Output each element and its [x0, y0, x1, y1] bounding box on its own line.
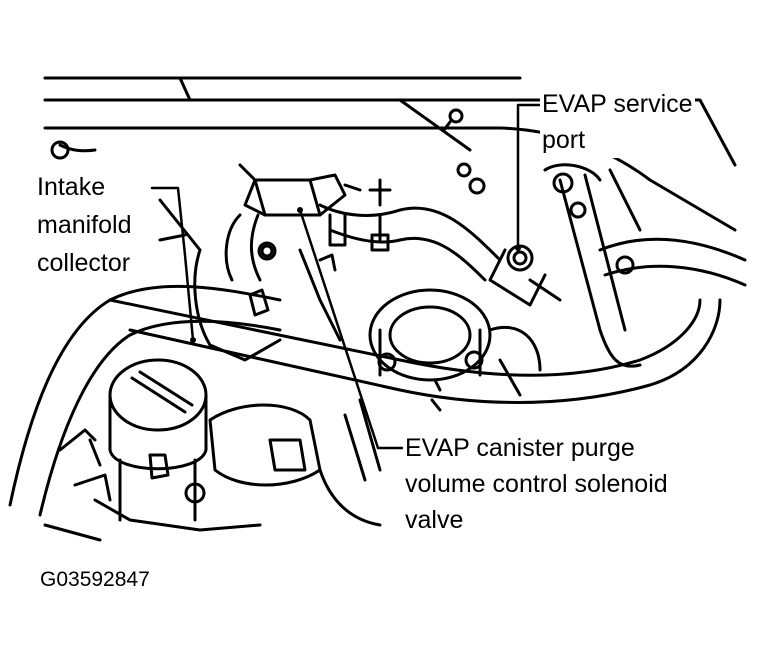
manifold-collector — [158, 198, 342, 362]
leader-evap-service-port — [516, 103, 547, 250]
bolts — [260, 162, 486, 412]
label-evap-service-port-line-1: EVAP service — [542, 90, 693, 118]
right-hoses — [543, 163, 747, 368]
leader-purge-solenoid — [298, 208, 404, 450]
leader-dots — [190, 207, 521, 343]
label-intake-manifold-line-2: manifold — [37, 211, 132, 239]
figure-code: G03592847 — [40, 568, 150, 591]
label-evap-service-port: EVAP service port — [540, 86, 695, 158]
leader-lines — [150, 103, 547, 450]
purge-solenoid — [224, 163, 362, 282]
label-intake-manifold-line-3: collector — [37, 249, 131, 277]
label-evap-canister-purge-line-2: volume control solenoid — [405, 470, 668, 498]
long-pipe — [108, 298, 722, 404]
label-evap-canister-purge: EVAP canister purge volume control solen… — [403, 430, 670, 538]
label-evap-canister-purge-line-1: EVAP canister purge — [405, 434, 635, 462]
label-intake-manifold-line-1: Intake — [37, 173, 106, 201]
leader-intake-manifold — [150, 186, 195, 342]
top-bolt — [442, 108, 464, 132]
lower-components — [43, 398, 382, 542]
label-evap-service-port-line-2: port — [542, 126, 586, 154]
label-evap-canister-purge-line-3: valve — [405, 506, 464, 534]
oil-filler-cap — [108, 358, 208, 522]
throttle-body — [368, 288, 542, 397]
service-port — [488, 244, 562, 307]
evap-pipe — [318, 178, 502, 282]
label-intake-manifold-collector: Intake manifold collector — [35, 168, 134, 282]
